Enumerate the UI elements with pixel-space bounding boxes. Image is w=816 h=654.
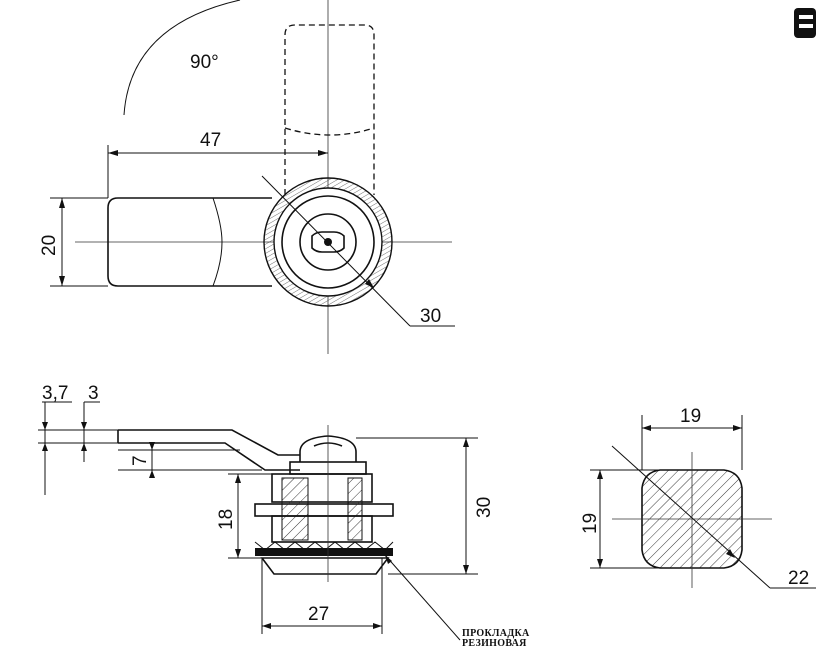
gasket-leader [384, 554, 461, 641]
dim-7-arrow-t [149, 442, 155, 450]
dim-30v-label: 30 [474, 497, 495, 518]
rubber-gasket [255, 548, 393, 556]
dim-30v-arrow-t [463, 438, 469, 447]
gasket-arrow [385, 555, 392, 564]
dim-19h-label: 19 [680, 406, 701, 427]
section-view: 19 19 22 [580, 406, 816, 589]
dim-47-arrow-l [108, 150, 118, 156]
dim-22-arrow [726, 549, 735, 558]
cam-body [107, 197, 272, 287]
corner-logo [794, 8, 816, 38]
dim-47-label: 47 [200, 130, 221, 151]
dim-22-label: 22 [788, 568, 809, 589]
dim-20-arrow-t [59, 198, 65, 208]
dim-18-label: 18 [216, 509, 237, 530]
gasket-label-line2: РЕЗИНОВАЯ [462, 638, 527, 649]
cylinder-ring [281, 195, 375, 289]
dim-20-label: 20 [39, 235, 60, 256]
arrow-37-top [42, 422, 48, 430]
dim-30-arrow [365, 279, 374, 288]
dim-27-arrow-l [262, 623, 271, 629]
arrow-3-bot [81, 443, 87, 451]
dim-18-arrow-b [235, 549, 241, 558]
dim-30-leader [261, 175, 411, 327]
arrow-37-bot [42, 443, 48, 451]
cam-lever [117, 429, 300, 471]
dim-18-arrow-t [235, 474, 241, 483]
cam-bend-line [212, 197, 223, 287]
key-pin [324, 238, 332, 246]
rotation-arc [123, 0, 241, 116]
dim-27-arrow-r [373, 623, 382, 629]
dim-27-label: 27 [308, 604, 329, 625]
dim-19h-arrow-l [642, 425, 651, 431]
dim-7-label: 7 [130, 455, 151, 466]
plug-face [299, 213, 357, 271]
side-view: 3,7 3 7 [38, 383, 530, 649]
gasket-label-line1: ПРОКЛАДКА [462, 628, 530, 639]
keyway-slot [311, 231, 345, 253]
dim-7-arrow-b [149, 470, 155, 478]
rotated-cam-bend [284, 127, 375, 136]
arrow-3-top [81, 422, 87, 430]
dim-3-label: 3 [88, 383, 99, 404]
hex-nut [254, 503, 394, 517]
dim-19h-arrow-r [733, 425, 742, 431]
thread-zone-right [347, 477, 363, 541]
bezel [260, 557, 390, 575]
dim-22-leader [611, 445, 771, 589]
dim-19v-arrow-b [597, 559, 603, 568]
dim-3-7-label: 3,7 [42, 383, 68, 404]
rotated-cam-outline [284, 24, 375, 195]
dim-20-arrow-b [59, 276, 65, 286]
dim-19v-arrow-t [597, 470, 603, 479]
dim-19v-label: 19 [580, 513, 601, 534]
dim-47-arrow-r [318, 150, 328, 156]
thread-zone [281, 477, 309, 541]
body-lower [271, 515, 373, 543]
angle-label: 90° [190, 52, 219, 73]
top-view: 90° 47 20 30 [39, 0, 455, 354]
body-upper [271, 473, 373, 503]
dim-30-label: 30 [420, 306, 441, 327]
dim-30v-arrow-b [463, 565, 469, 574]
